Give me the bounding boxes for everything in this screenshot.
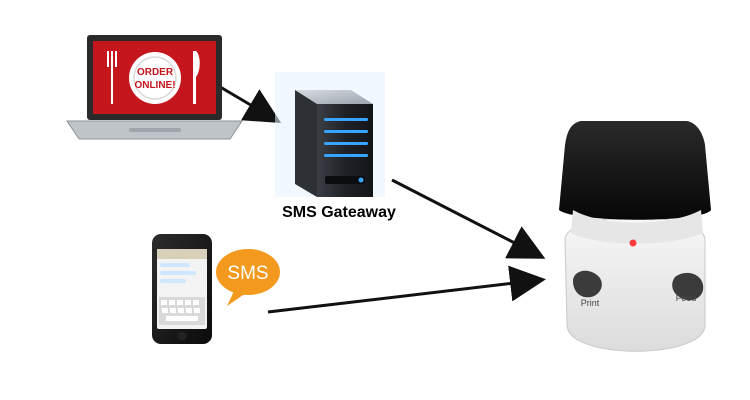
gateway-label: SMS Gateaway [282,204,396,221]
fork-icon [107,51,117,104]
phone-keyboard [159,297,205,325]
laptop-screen-text-line-2: ONLINE! [134,80,175,91]
printer-print-button [573,270,602,298]
printer-feed-label: Feed [676,293,697,303]
printer-led [629,239,637,247]
laptop-screen-text-line-1: ORDER [137,67,174,78]
thermal-printer-icon: Print Feed [559,121,711,352]
arrow-phone-to-printer [267,265,546,314]
laptop-icon: ORDER ONLINE! [66,35,243,140]
knife-icon [193,51,200,104]
server-blue-lights [324,118,368,157]
printer-feed-button [672,272,704,301]
server-icon [275,72,385,197]
speech-bubble-icon: SMS [216,249,280,306]
plate-icon [129,52,181,104]
smartphone-icon [152,234,212,344]
arrow-gateway-to-printer [391,178,546,259]
printer-print-label: Print [581,298,600,308]
sms-bubble-text: SMS [227,263,268,284]
